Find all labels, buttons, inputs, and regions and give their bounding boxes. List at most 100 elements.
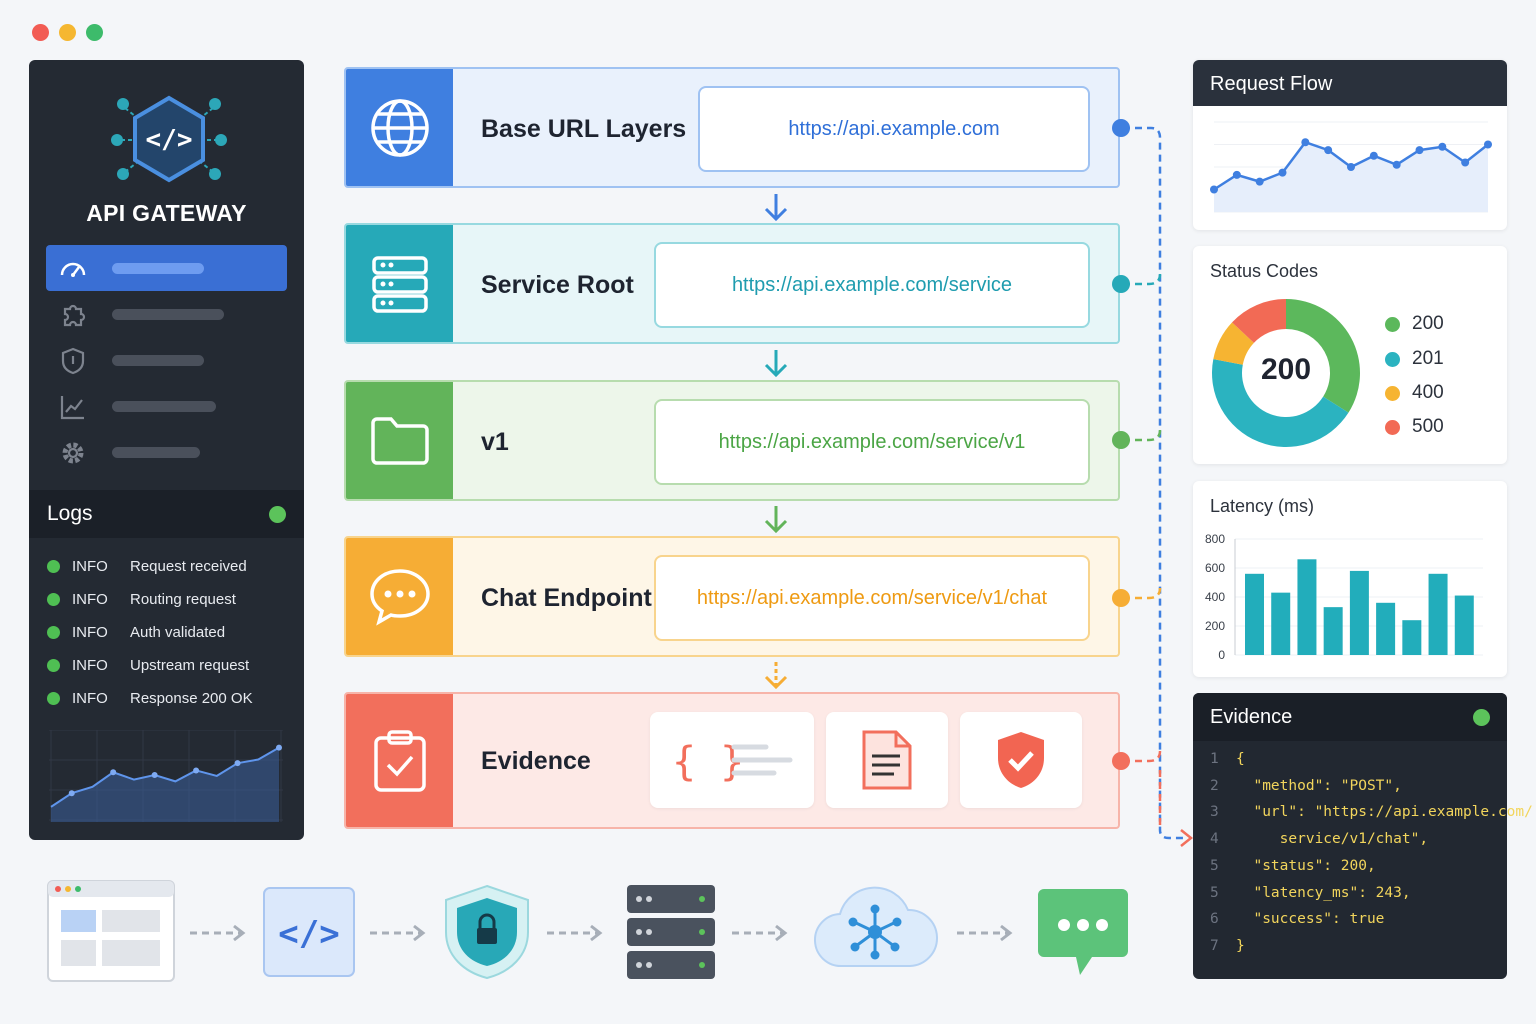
layer-url[interactable]: https://api.example.com/service/v1 [654,399,1090,485]
chat-bubble-icon [1038,889,1128,975]
code-text: service/v1/chat", [1236,831,1429,848]
code-text: { [1236,751,1245,767]
status-codes-donut-chart [1212,299,1360,447]
area-fill [51,747,279,822]
layer-title: Evidence [481,747,591,775]
latency-title: Latency (ms) [1210,496,1315,516]
minimize-window-dot[interactable] [59,24,76,41]
flow-arrow-icon [957,924,1013,942]
status-codes-title: Status Codes [1210,261,1319,281]
latency-bar [1376,602,1396,655]
document-icon [862,730,912,790]
data-point [1484,140,1492,149]
arrow-down-icon [764,350,788,378]
legend-label: 200 [1412,313,1444,334]
evidence-header: Evidence [1193,693,1507,741]
code-brackets-icon: </> [263,887,355,977]
line-number: 5 [1210,857,1219,874]
sidebar-item-security[interactable] [46,337,287,383]
code-text: "success": true [1236,911,1385,928]
legend-label: 400 [1412,382,1444,403]
code-text: "status": 200, [1236,857,1376,874]
data-point [1301,138,1310,147]
legend-item: 201 [1385,348,1444,370]
cloud-network-icon [814,886,938,968]
shield-check-icon [998,732,1044,788]
data-point [1210,185,1218,194]
line-number: 1 [1210,751,1219,767]
layer-url[interactable]: https://api.example.com/service/v1/chat [654,555,1090,641]
y-tick-label: 0 [1218,648,1225,662]
code-node: </> [263,887,355,982]
layer-v1[interactable]: v1 https://api.example.com/service/v1 [344,380,1120,501]
latency-bar [1245,573,1264,655]
evidence-title: Evidence [1210,705,1293,728]
logs-area-chart [49,730,283,822]
data-point [1415,146,1424,155]
log-level: INFO [72,690,108,707]
layer-chat-endpoint[interactable]: Chat Endpoint https://api.example.com/se… [344,536,1120,657]
sidebar-item-plugins[interactable] [46,291,287,337]
code-line: 6 "success": true [1210,911,1384,927]
data-point [1324,146,1333,155]
y-tick-label: 600 [1205,561,1225,575]
flow-arrow-icon [370,924,426,942]
code-line: 7} [1210,938,1245,954]
line-number: 6 [1210,911,1219,928]
log-level: INFO [72,624,108,641]
donut-hole [1243,330,1329,416]
server-icon [371,255,428,313]
code-text: "method": "POST", [1236,777,1402,794]
sidebar-item-dashboard[interactable] [46,245,287,291]
sidebar-item-settings[interactable] [46,429,287,475]
data-point [1232,170,1241,179]
line-number: 4 [1210,831,1219,848]
legend-item: 500 [1385,416,1444,438]
maximize-window-dot[interactable] [86,24,103,41]
plugin-puzzle-icon [63,304,86,327]
data-point [234,760,241,767]
code-line: 2 "method": "POST", [1210,778,1402,794]
sidebar-item-analytics[interactable] [46,383,287,429]
legend-item: 400 [1385,382,1444,404]
close-window-dot[interactable] [32,24,49,41]
data-point [1278,168,1287,177]
log-message: Response 200 OK [130,690,253,707]
logs-title: Logs [47,502,93,525]
flow-arrow-icon [190,924,246,942]
data-point [68,790,75,797]
evidence-card-document[interactable] [826,712,948,808]
line-number: 2 [1210,777,1219,794]
layer-base-url[interactable]: Base URL Layers https://api.example.com [344,67,1120,188]
donut-slice [1232,299,1286,343]
logs-header: Logs [29,490,304,538]
request-flow-title: Request Flow [1193,60,1507,106]
layer-service-root[interactable]: Service Root https://api.example.com/ser… [344,223,1120,344]
data-point [1392,160,1401,169]
globe-icon [370,98,429,157]
latency-bar [1349,570,1369,655]
layer-url[interactable]: https://api.example.com/service [654,242,1090,328]
code-line: 1{ [1210,751,1245,767]
data-point [1369,151,1378,160]
legend-label: 201 [1412,348,1444,369]
shield-icon [61,347,85,375]
browser-client-node [47,880,175,987]
brand-title: API GATEWAY [86,200,247,226]
settings-gear-icon [62,442,84,464]
donut-center-label: 200 [1260,353,1312,386]
security-lock-shield-icon [445,884,529,980]
layer-title: Base URL Layers [481,115,687,143]
layer-evidence[interactable]: Evidence { } [344,692,1120,829]
layer-url[interactable]: https://api.example.com [698,86,1090,172]
layer-title: Service Root [481,271,634,299]
latency-bar [1428,573,1448,655]
data-point [276,744,282,751]
evidence-card-json[interactable]: { } [650,712,814,808]
evidence-card-shield[interactable] [960,712,1082,808]
